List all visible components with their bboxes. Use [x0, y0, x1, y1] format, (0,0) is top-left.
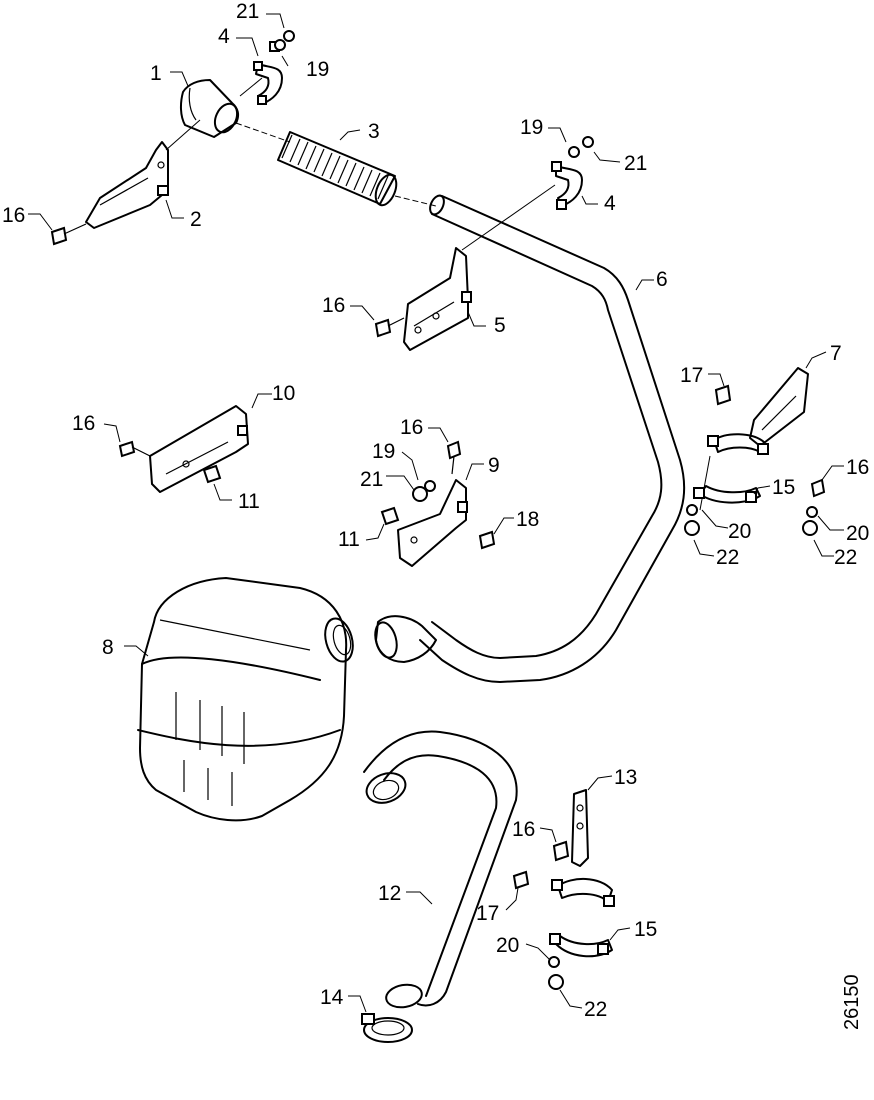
callout-22: 22	[584, 998, 607, 1021]
part-6-exhaust-pipe	[374, 194, 686, 683]
callout-16: 16	[322, 294, 345, 317]
part-14-hose-clamp	[361, 1013, 413, 1043]
callout-4: 4	[218, 25, 230, 48]
axis-line	[699, 455, 711, 511]
callout-22: 22	[834, 546, 857, 569]
callout-16: 16	[400, 416, 423, 439]
axis-line	[461, 184, 556, 251]
callout-16: 16	[846, 456, 869, 479]
callout-15: 15	[772, 476, 795, 499]
callout-12: 12	[378, 882, 401, 905]
axis-line	[394, 195, 437, 207]
callout-1: 1	[150, 62, 162, 85]
callout-4: 4	[604, 192, 616, 215]
part-10-bracket	[149, 405, 249, 493]
figure-reference-number: 26150	[841, 974, 863, 1030]
part-1-inlet-pipe	[179, 79, 240, 138]
part-5-bracket	[403, 247, 472, 351]
part-12-tailpipe	[363, 730, 518, 1009]
callout-8: 8	[102, 636, 114, 659]
part-8-muffler	[137, 577, 354, 822]
callout-2: 2	[190, 208, 202, 231]
callout-18: 18	[516, 508, 539, 531]
part-9-bracket	[380, 440, 496, 567]
callout-3: 3	[368, 120, 380, 143]
part-15-clamp-right	[684, 384, 826, 536]
callout-22: 22	[716, 546, 739, 569]
callout-21: 21	[236, 0, 259, 23]
callout-9: 9	[488, 454, 500, 477]
part-13-bracket	[571, 789, 589, 867]
leader-lines	[28, 13, 844, 1013]
callout-6: 6	[656, 268, 668, 291]
part-4-clamp-right	[551, 136, 594, 210]
callout-21: 21	[624, 152, 647, 175]
part-16-bolt	[118, 440, 151, 458]
callout-17: 17	[476, 902, 499, 925]
callout-19: 19	[372, 440, 395, 463]
callout-16: 16	[512, 818, 535, 841]
axis-line	[235, 122, 291, 143]
callout-20: 20	[846, 522, 869, 545]
callout-5: 5	[494, 314, 506, 337]
callout-labels: 21 4 19 1 3 16 2 19 21 4 6 16 5 10 16 11…	[2, 0, 869, 1021]
part-15-clamp-bottom	[512, 840, 615, 990]
callout-16: 16	[72, 412, 95, 435]
callout-13: 13	[614, 766, 637, 789]
part-16-bolts	[50, 223, 405, 338]
callout-20: 20	[496, 934, 519, 957]
callout-11: 11	[338, 528, 360, 551]
callout-7: 7	[830, 342, 842, 365]
callout-16: 16	[2, 204, 25, 227]
part-4-clamp-upper	[253, 30, 295, 105]
callout-10: 10	[272, 382, 295, 405]
axis-line	[165, 119, 201, 151]
callout-14: 14	[320, 986, 344, 1009]
axis-line	[239, 77, 263, 97]
part-7-bracket	[749, 367, 809, 447]
part-11-spacer	[202, 464, 222, 484]
part-2-bracket	[85, 141, 169, 229]
part-3-flexible-bellows	[277, 131, 398, 207]
callout-21: 21	[360, 468, 383, 491]
callout-19: 19	[306, 58, 329, 81]
callout-20: 20	[728, 520, 751, 543]
callout-19: 19	[520, 116, 543, 139]
callout-11: 11	[238, 490, 260, 513]
callout-17: 17	[680, 364, 703, 387]
callout-15: 15	[634, 918, 657, 941]
